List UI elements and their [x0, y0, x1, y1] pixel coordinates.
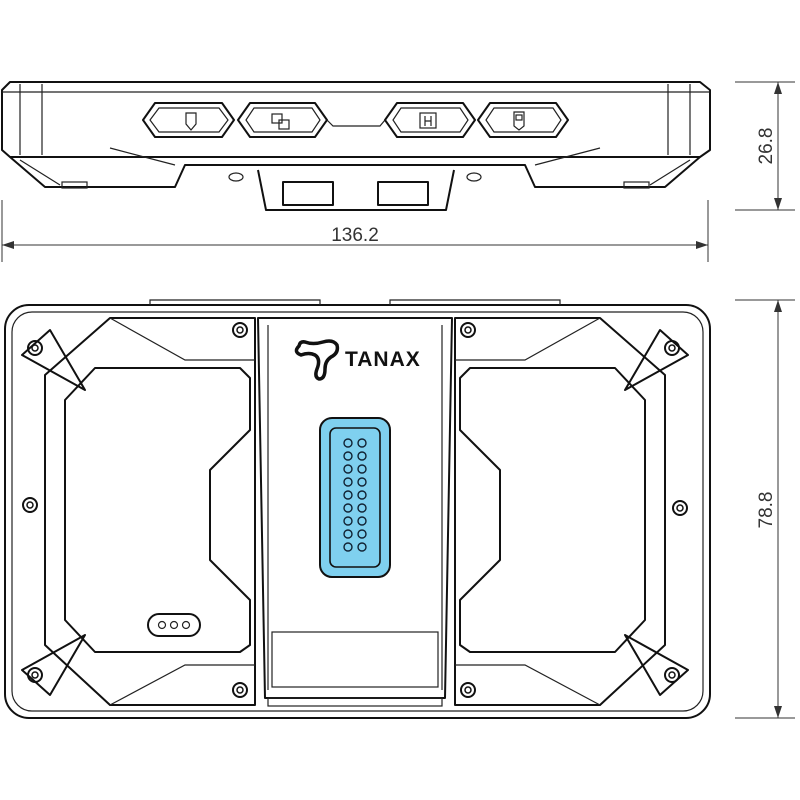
screw	[668, 344, 676, 352]
top-button-1	[142, 102, 235, 138]
bracket-slot	[377, 181, 429, 206]
connector	[319, 417, 391, 578]
connector-pin	[343, 503, 353, 513]
shield-icon	[185, 112, 197, 131]
h-icon	[419, 112, 437, 129]
brand-name: TANAX	[345, 348, 421, 371]
connector-pin	[343, 529, 353, 539]
screw	[668, 671, 676, 679]
connector-pin	[343, 438, 353, 448]
windows-icon	[271, 113, 283, 124]
connector-pins	[343, 438, 367, 552]
screw	[664, 667, 680, 683]
connector-pin	[343, 542, 353, 552]
connector-pin	[357, 503, 367, 513]
led-indicator	[147, 613, 201, 637]
tanax-logo: TANAX	[294, 339, 421, 381]
top-height-label: 26.8	[756, 128, 777, 165]
front-height-dimension: 78.8	[735, 299, 795, 719]
corner-pad	[21, 329, 86, 391]
width-label: 136.2	[331, 225, 379, 246]
top-button-4	[477, 102, 569, 138]
screw	[236, 686, 244, 694]
connector-pin	[357, 490, 367, 500]
connector-pin	[357, 438, 367, 448]
screw	[664, 340, 680, 356]
screw	[236, 326, 244, 334]
screw	[676, 504, 684, 512]
screw-hole	[466, 172, 482, 182]
phone-icon	[513, 111, 525, 131]
screw	[26, 501, 34, 509]
screw-hole	[228, 172, 244, 182]
screw	[464, 686, 472, 694]
connector-pin	[343, 464, 353, 474]
connector-pin	[357, 464, 367, 474]
connector-pin	[357, 542, 367, 552]
screw	[232, 322, 248, 338]
connector-pin	[343, 477, 353, 487]
screw	[232, 682, 248, 698]
connector-pin	[357, 477, 367, 487]
screw	[672, 500, 688, 516]
screw	[27, 340, 43, 356]
screw	[460, 682, 476, 698]
bracket-slot	[282, 181, 334, 206]
front-height-label: 78.8	[756, 492, 777, 529]
connector-pin	[357, 451, 367, 461]
screw	[464, 326, 472, 334]
width-dimension: 136.2	[1, 200, 709, 262]
top-button-2	[237, 102, 328, 138]
connector-pin	[357, 529, 367, 539]
connector-pin	[343, 451, 353, 461]
connector-pin	[343, 490, 353, 500]
back-view: TANAX	[4, 299, 711, 719]
top-height-dimension: 26.8	[735, 81, 795, 211]
screw	[460, 322, 476, 338]
corner-pad	[21, 634, 86, 696]
screws	[22, 322, 688, 698]
screw	[31, 344, 39, 352]
top-view	[1, 81, 711, 211]
screw	[27, 667, 43, 683]
connector-pin	[343, 516, 353, 526]
connector-pin	[357, 516, 367, 526]
corner-pad	[624, 634, 689, 696]
screw	[22, 497, 38, 513]
screw	[31, 671, 39, 679]
top-button-3	[384, 102, 476, 138]
corner-pad	[624, 329, 689, 391]
